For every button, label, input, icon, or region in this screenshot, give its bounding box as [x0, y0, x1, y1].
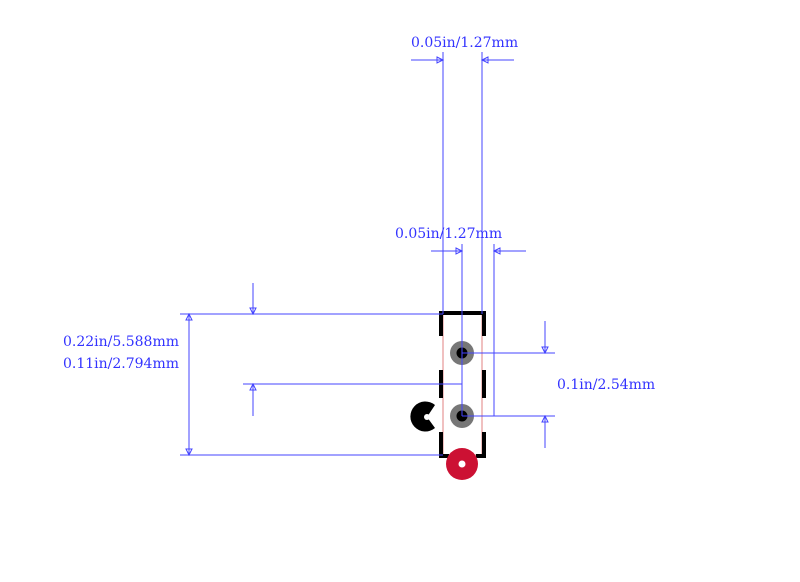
pin1-indicator-icon: [410, 401, 435, 432]
dimension-lines: [180, 52, 555, 457]
dim-pad-width-top: 0.05in/1.27mm: [411, 35, 518, 51]
pin1-indicator-hole: [424, 414, 430, 420]
origin-marker-icon: [446, 448, 478, 480]
dim-pitch: 0.1in/2.54mm: [557, 377, 655, 393]
dim-height-half: 0.11in/2.794mm: [63, 356, 179, 372]
dim-height-total: 0.22in/5.588mm: [63, 334, 179, 350]
dim-pad-width-mid: 0.05in/1.27mm: [395, 226, 502, 242]
